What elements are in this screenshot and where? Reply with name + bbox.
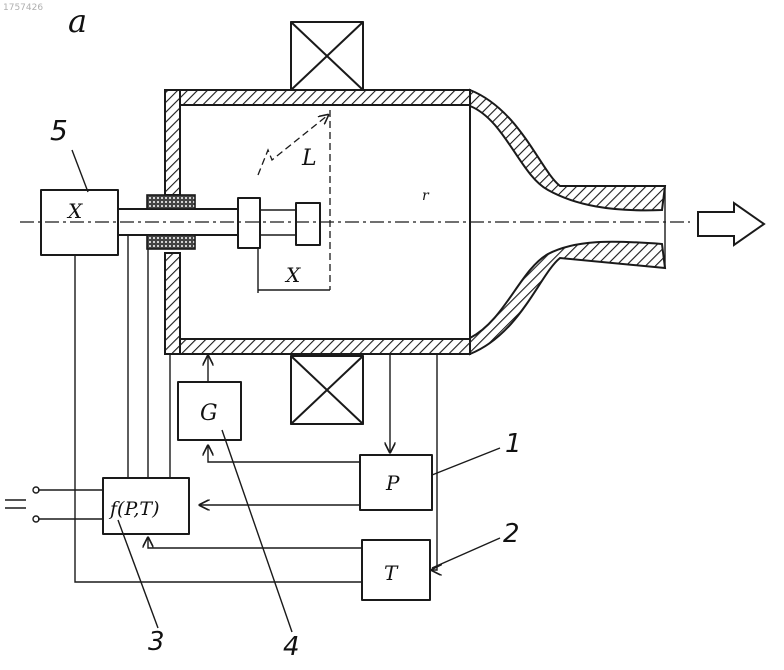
magnet-coil-bottom <box>291 356 363 424</box>
beam-label: L <box>301 146 317 171</box>
watermark-text: 1757426 <box>3 3 43 13</box>
magnet-coil-top <box>291 22 363 90</box>
distance-dimension: X <box>258 248 330 293</box>
label-1: 1 <box>505 429 522 459</box>
block-x-label: X <box>66 199 83 223</box>
wiring <box>5 235 437 582</box>
label-4: 4 <box>283 632 300 662</box>
controller-label: f(P,T) <box>108 498 160 520</box>
distance-label: X <box>284 263 301 287</box>
thrust-arrow-icon <box>698 203 764 245</box>
target-block <box>296 203 320 245</box>
block-g-label: G <box>200 401 218 426</box>
chamber-mark: r <box>422 188 430 204</box>
block-p-label: P <box>385 471 400 495</box>
figure-label: a <box>68 2 87 40</box>
label-2: 2 <box>503 519 520 549</box>
emitter-block <box>238 198 260 248</box>
label-3: 3 <box>148 627 165 657</box>
block-t-label: T <box>384 561 399 585</box>
label-5: 5 <box>50 114 68 147</box>
